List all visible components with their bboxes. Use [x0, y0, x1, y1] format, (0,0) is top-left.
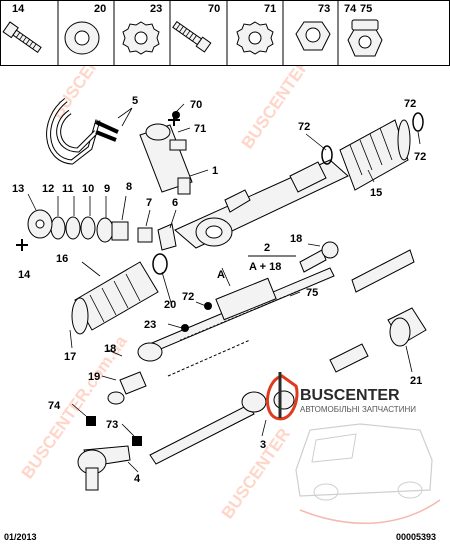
boot-left [71, 253, 168, 335]
header-label: 23 [150, 3, 162, 15]
callout-21: 21 [410, 375, 422, 387]
header-label: 73 [318, 3, 330, 15]
rack-housing [174, 159, 349, 249]
callout-70: 70 [190, 99, 202, 111]
seal-stack [50, 216, 177, 251]
sleeve-21 [329, 249, 427, 373]
boot-right [339, 119, 411, 191]
watermark-text: BUSCENTER [218, 425, 294, 523]
callout-72-top: 72 [298, 121, 310, 133]
header-label: 71 [264, 3, 276, 15]
adjuster-18-19 [107, 241, 339, 405]
callout-72-right-lower: 72 [414, 151, 426, 163]
tie-rod-inner [149, 339, 295, 465]
watermark-text: BUSCENTER [238, 55, 314, 153]
callout-2-formula: A + 18 [249, 261, 281, 273]
callout-labels: 5 70 71 1 72 72 72 15 13 12 11 10 9 8 7 … [12, 95, 426, 485]
callout-A: A [217, 269, 225, 281]
header-part-20: 20 [64, 3, 106, 55]
callout-23: 23 [144, 319, 156, 331]
end-cap-13 [27, 209, 53, 239]
bolt-icon [2, 21, 42, 54]
buscenter-logo: BUSCENTER АВТОМОБІЛЬНІ ЗАПЧАСТИНИ [266, 372, 416, 421]
callout-11: 11 [62, 183, 74, 195]
rack-bar [139, 267, 335, 357]
callout-72-right: 72 [404, 98, 416, 110]
lock-nut-icon [347, 19, 383, 57]
header-label: 74 [344, 3, 357, 15]
leader-lines [27, 103, 421, 473]
hex-nut-icon [295, 21, 331, 51]
callout-3: 3 [260, 439, 266, 451]
footer: 01/2013 00005393 [4, 532, 436, 542]
washer-icon [64, 21, 100, 55]
header-part-74-75: 74 75 [344, 3, 383, 57]
logo-tagline: АВТОМОБІЛЬНІ ЗАПЧАСТИНИ [300, 405, 416, 414]
header-part-14: 14 [2, 3, 42, 54]
callout-71: 71 [194, 123, 206, 135]
callout-16: 16 [56, 253, 68, 265]
callout-18-right: 18 [290, 233, 302, 245]
callout-2: 2 [264, 242, 270, 254]
tie-rod-end [77, 416, 142, 491]
callout-9: 9 [104, 183, 110, 195]
callout-20: 20 [164, 299, 176, 311]
callout-17: 17 [64, 351, 76, 363]
clip-72-right [321, 112, 424, 165]
serrated-washer-icon [122, 21, 160, 55]
header-part-71: 71 [236, 3, 276, 55]
van-illustration [295, 423, 441, 524]
callout-12: 12 [42, 183, 54, 195]
bolt-icon [172, 20, 212, 53]
serrated-washer-icon [236, 21, 274, 55]
callout-19: 19 [88, 371, 100, 383]
callout-7: 7 [146, 197, 152, 209]
callout-6: 6 [172, 197, 178, 209]
callout-13: 13 [12, 183, 24, 195]
callout-74: 74 [48, 400, 61, 412]
header-label: 75 [360, 3, 372, 15]
callout-75: 75 [306, 287, 318, 299]
header-part-73: 73 [295, 3, 331, 51]
header-label: 14 [12, 3, 25, 15]
callout-5: 5 [132, 95, 138, 107]
pinion-valve-assembly [139, 123, 193, 195]
reference-dots [16, 111, 212, 332]
header-label: 70 [208, 3, 220, 15]
callout-73: 73 [106, 419, 118, 431]
footer-date: 01/2013 [4, 532, 37, 542]
hydraulic-pipes [46, 98, 119, 165]
header-part-23: 23 [122, 3, 162, 55]
callout-15: 15 [370, 187, 382, 199]
header-label: 20 [94, 3, 106, 15]
callout-8: 8 [126, 181, 132, 193]
callout-4: 4 [134, 473, 141, 485]
logo-swoosh-icon [266, 374, 299, 421]
callout-72-lower: 72 [182, 291, 194, 303]
logo-name: BUSCENTER [300, 387, 400, 404]
callout-10: 10 [82, 183, 94, 195]
footer-code: 00005393 [396, 532, 436, 542]
callout-1: 1 [212, 165, 218, 177]
callout-14: 14 [18, 269, 31, 281]
header-part-70: 70 [172, 3, 220, 53]
callout-18-left: 18 [104, 343, 116, 355]
